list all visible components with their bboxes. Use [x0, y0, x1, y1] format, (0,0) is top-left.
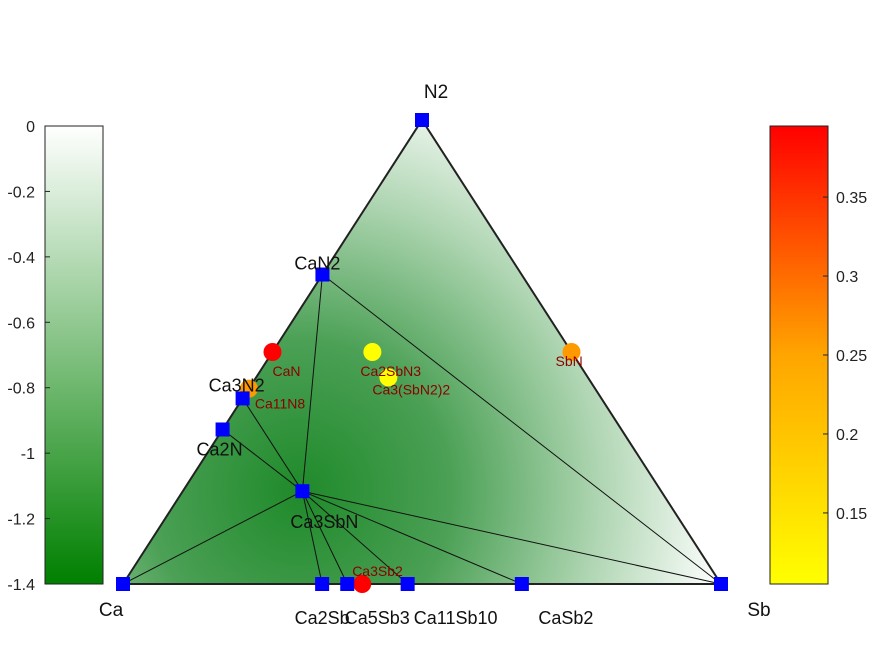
- tie-line: [302, 490, 722, 585]
- stable-phase-label: Ca3N2: [209, 375, 265, 395]
- unstable-phase-label: Ca3(SbN2)2: [372, 381, 450, 397]
- stable-phase-point: [714, 577, 728, 591]
- unstable-phase-point: [562, 343, 581, 361]
- unstable-phase-label: CaN: [273, 363, 301, 379]
- stable-phase-label: CaN2: [294, 254, 340, 274]
- colorbar-tick-label: 0.25: [836, 348, 867, 365]
- tie-line: [302, 490, 408, 585]
- colorbar-tick-label: 0.3: [836, 269, 858, 286]
- energy-above-hull-colorbar-bar: [769, 125, 829, 585]
- energy-above-hull-colorbar: 0.35 0.3 0.25 0.2 0.15: [769, 125, 867, 585]
- tie-line: [301, 490, 348, 585]
- colorbar-tick-label: -0.4: [7, 250, 35, 267]
- colorbar-tick-label: 0: [26, 119, 35, 136]
- colorbar-tick-label: 0.15: [836, 506, 867, 523]
- colorbar-tick-label: -1.2: [7, 512, 35, 529]
- stable-phase-point: [215, 422, 230, 437]
- unstable-phase-point: [379, 368, 398, 387]
- colorbar-tick-label: -0.8: [7, 381, 35, 398]
- stable-phase-label: CaSb2: [538, 608, 593, 628]
- ternary-triangle: [121, 118, 723, 585]
- unstable-phase-label: SbN: [556, 353, 583, 369]
- stable-phase-point: [315, 577, 330, 591]
- stable-phase-label: N2: [424, 82, 448, 103]
- stable-phase-label: Sb: [747, 600, 770, 621]
- stable-phase-point: [514, 577, 529, 591]
- tie-line: [301, 274, 323, 492]
- unstable-phase-point: [263, 343, 282, 361]
- stable-phase-point: [415, 113, 429, 127]
- unstable-phase-point: [363, 343, 382, 361]
- tie-line: [322, 274, 722, 585]
- tie-line: [222, 429, 303, 492]
- stable-phases: [116, 113, 728, 591]
- unstable-phase-point: [353, 575, 372, 593]
- formation-energy-colorbar-bar: [44, 125, 104, 585]
- stable-phase-label: Ca: [99, 600, 124, 621]
- stable-phase-point: [340, 577, 355, 591]
- colorbar-tick-label: 0.35: [836, 190, 867, 207]
- stable-phase-point: [295, 484, 310, 499]
- colorbar-tick-label: -0.6: [7, 315, 35, 332]
- tie-line: [302, 490, 523, 585]
- stable-phase-point: [235, 391, 250, 406]
- unstable-phase-label: Ca2SbN3: [360, 363, 421, 379]
- stable-phase-point: [400, 577, 415, 591]
- tie-lines: [122, 274, 722, 585]
- colorbar-tick-label: -0.2: [7, 184, 35, 201]
- stable-phase-label: Ca3SbN: [290, 512, 358, 532]
- stable-phase-label: Ca11Sb10: [414, 608, 498, 628]
- stable-phase-label: Ca2Sb: [295, 608, 350, 628]
- stable-phase-point: [116, 577, 130, 591]
- colorbar-tick-label: -1.4: [7, 577, 35, 594]
- stable-phase-point: [315, 267, 330, 282]
- colorbar-tick-label: 0.2: [836, 427, 858, 444]
- stable-phase-label: Ca5Sb3: [345, 608, 410, 628]
- colorbar-tick-label: -1: [21, 446, 35, 463]
- tie-line: [242, 398, 303, 492]
- unstable-phase-label: Ca3Sb2: [352, 563, 403, 579]
- formation-energy-colorbar: 0 -0.2 -0.4 -0.6 -0.8 -1 -1.2 -1.4: [7, 119, 104, 594]
- stable-phase-label: Ca2N: [197, 439, 243, 459]
- tie-line: [301, 491, 323, 585]
- tie-line: [122, 490, 303, 585]
- unstable-phase-label: Ca11N8: [255, 396, 306, 412]
